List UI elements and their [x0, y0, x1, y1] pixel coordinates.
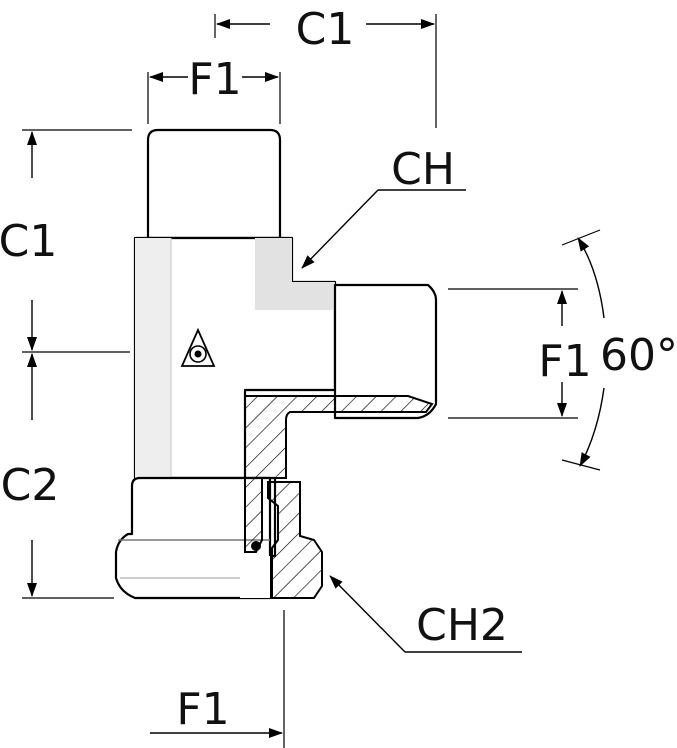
- leader-ch: [301, 189, 379, 269]
- top-spigot: [146, 128, 282, 240]
- body-chamfer: [255, 238, 335, 310]
- label-c1-left: C1: [0, 216, 57, 267]
- o-ring: [251, 541, 261, 551]
- section-hatch-nut: [267, 481, 323, 599]
- dimension-lines: [22, 14, 605, 748]
- angle-arc-top: [577, 237, 605, 319]
- label-c1-top: C1: [296, 4, 355, 55]
- dimension-labels: C1 F1 CH C1 C2 F1 60° CH2 F1: [0, 4, 677, 735]
- label-angle: 60°: [600, 330, 677, 381]
- leader-ch2: [329, 575, 406, 653]
- side-branch: [333, 283, 438, 420]
- orientation-cone-logo: [180, 327, 216, 367]
- label-ch: CH: [391, 144, 455, 195]
- fitting-body: [114, 128, 438, 600]
- label-f1-bottom: F1: [176, 684, 229, 735]
- label-f1-top: F1: [188, 54, 241, 105]
- angle-arc-bottom: [579, 387, 605, 467]
- label-f1-right: F1: [538, 336, 591, 387]
- section-hatch-tube: [244, 395, 434, 553]
- label-ch2: CH2: [416, 600, 508, 651]
- label-c2-left: C2: [1, 460, 60, 511]
- body-shade: [135, 238, 171, 478]
